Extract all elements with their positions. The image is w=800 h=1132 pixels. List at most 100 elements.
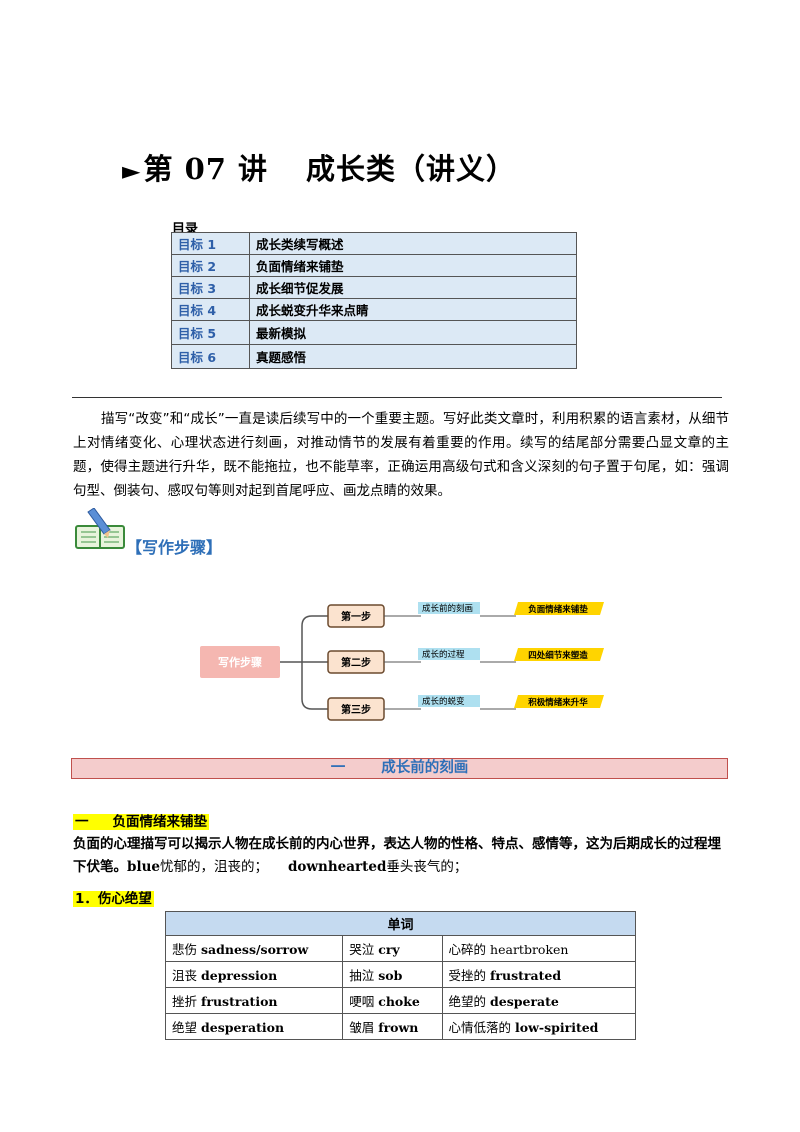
word-cn: 绝望的: [448, 994, 487, 1009]
subsection-title: 负面情绪来铺垫: [112, 814, 208, 830]
table-cell: 哽咽 choke: [342, 987, 443, 1014]
mindmap-desc-label: 成长前的刻画: [422, 603, 473, 614]
toc-text: 成长蜕变升华来点睛: [249, 298, 577, 321]
mindmap-tag-label: 负面情绪来铺垫: [528, 604, 588, 615]
table-cell: 哭泣 cry: [342, 935, 443, 962]
mindmap-desc-label: 成长的蜕变: [422, 696, 465, 707]
mindmap-step-label: 第一步: [341, 610, 371, 623]
mindmap-step-label: 第三步: [341, 703, 371, 716]
word-en: sob: [378, 968, 403, 983]
word-blue-en: blue: [127, 859, 160, 875]
subsection-highlight: 一 负面情绪来铺垫: [73, 814, 209, 830]
word-en: frustration: [201, 994, 278, 1009]
section-number: 一: [330, 760, 346, 776]
lecture-number: 第 07 讲: [143, 152, 269, 186]
word-downhearted-en: downhearted: [287, 859, 387, 875]
word-en: cry: [378, 942, 400, 957]
psychology-main: 负面的心理描写可以揭示人物在成长前的内心世界，表达人物的性格、特点、感情等，这为…: [73, 836, 721, 875]
word-cn: 哭泣: [349, 942, 375, 957]
word-cn: 悲伤: [172, 942, 198, 957]
toc-text: 成长类续写概述: [249, 232, 577, 255]
table-cell: 心情低落的 low-spirited: [441, 1013, 637, 1040]
word-en: desperation: [201, 1020, 285, 1035]
word-cn: 抽泣: [349, 968, 375, 983]
mindmap-tag-box: [514, 602, 604, 615]
vocabulary-table-header: 单词: [165, 911, 636, 936]
mindmap-tag-label: 积极情绪来升华: [528, 697, 588, 708]
mindmap-step-label: 第二步: [341, 656, 371, 669]
word-cn: 挫折: [172, 994, 198, 1009]
toc-text: 负面情绪来铺垫: [249, 254, 577, 277]
psychology-paragraph: 负面的心理描写可以揭示人物在成长前的内心世界，表达人物的性格、特点、感情等，这为…: [73, 833, 729, 879]
toc-key: 目标 1: [171, 232, 250, 255]
table-cell: 悲伤 sadness/sorrow: [164, 935, 344, 962]
mindmap-desc-box: [418, 602, 480, 614]
mindmap-root-box: [200, 646, 280, 678]
table-cell: 挫折 frustration: [164, 987, 344, 1014]
toc-key: 目标 3: [171, 276, 250, 299]
word-en: choke: [378, 994, 420, 1009]
toc-key: 目标 6: [171, 344, 250, 369]
table-cell: 抽泣 sob: [342, 961, 443, 988]
item-heading-text: 1．伤心绝望: [73, 891, 154, 907]
pointer-arrow-icon: ►: [122, 157, 142, 185]
word-en: frown: [378, 1020, 419, 1035]
intro-paragraph: 描写“改变”和“成长”一直是读后续写中的一个重要主题。写好此类文章时，利用积累的…: [73, 411, 729, 499]
lecture-topic: 成长类（讲义）: [306, 152, 517, 186]
subsection-heading: 一 负面情绪来铺垫: [73, 810, 209, 830]
mindmap-tag-label: 四处细节来塑造: [528, 650, 588, 661]
mindmap-desc-box: [418, 648, 480, 660]
toc-text: 真题感悟: [249, 344, 577, 369]
mindmap-desc-label: 成长的过程: [422, 649, 465, 660]
word-en: depression: [201, 968, 278, 983]
section-banner: 一 成长前的刻画: [71, 758, 728, 779]
word-cn: 受挫的: [448, 968, 487, 983]
table-cell: 绝望 desperation: [164, 1013, 344, 1040]
mindmap-links: [280, 615, 328, 710]
word-cn: 心情低落的: [448, 1020, 512, 1035]
toc-key: 目标 5: [171, 320, 250, 345]
word-cn: 心碎的: [448, 942, 487, 957]
mindmap-link: [301, 615, 328, 710]
page-title: ►第 07 讲 成长类（讲义）: [122, 146, 516, 188]
table-cell: 绝望的 desperate: [441, 987, 637, 1014]
mindmap-desc-box: [418, 695, 480, 707]
toc-text: 最新模拟: [249, 320, 577, 345]
toc-key: 目标 4: [171, 298, 250, 321]
table-cell: 沮丧 depression: [164, 961, 344, 988]
word-en: heartbroken: [490, 942, 569, 957]
table-cell: 受挫的 frustrated: [441, 961, 637, 988]
subsection-number: 一: [75, 814, 89, 830]
word-en: frustrated: [490, 968, 562, 983]
book-pencil-icon: [75, 508, 125, 549]
word-downhearted-cn: 垂头丧气的；: [386, 859, 468, 875]
mindmap-tag-box: [514, 695, 604, 708]
toc-key: 目标 2: [171, 254, 250, 277]
word-cn: 沮丧: [172, 968, 198, 983]
word-en: desperate: [490, 994, 559, 1009]
table-cell: 皱眉 frown: [342, 1013, 443, 1040]
divider: [72, 397, 722, 398]
word-cn: 绝望: [172, 1020, 198, 1035]
word-cn: 皱眉: [349, 1020, 375, 1035]
writing-steps-title: 【写作步骤】: [126, 538, 223, 557]
section-title: 成长前的刻画: [381, 760, 469, 776]
word-blue-cn: 忧郁的，沮丧的；: [159, 859, 268, 875]
word-en: sadness/sorrow: [201, 942, 309, 957]
mindmap-tag-box: [514, 648, 604, 661]
item-heading: 1．伤心绝望: [73, 887, 154, 907]
mindmap-root-label: 写作步骤: [218, 655, 262, 669]
toc-text: 成长细节促发展: [249, 276, 577, 299]
